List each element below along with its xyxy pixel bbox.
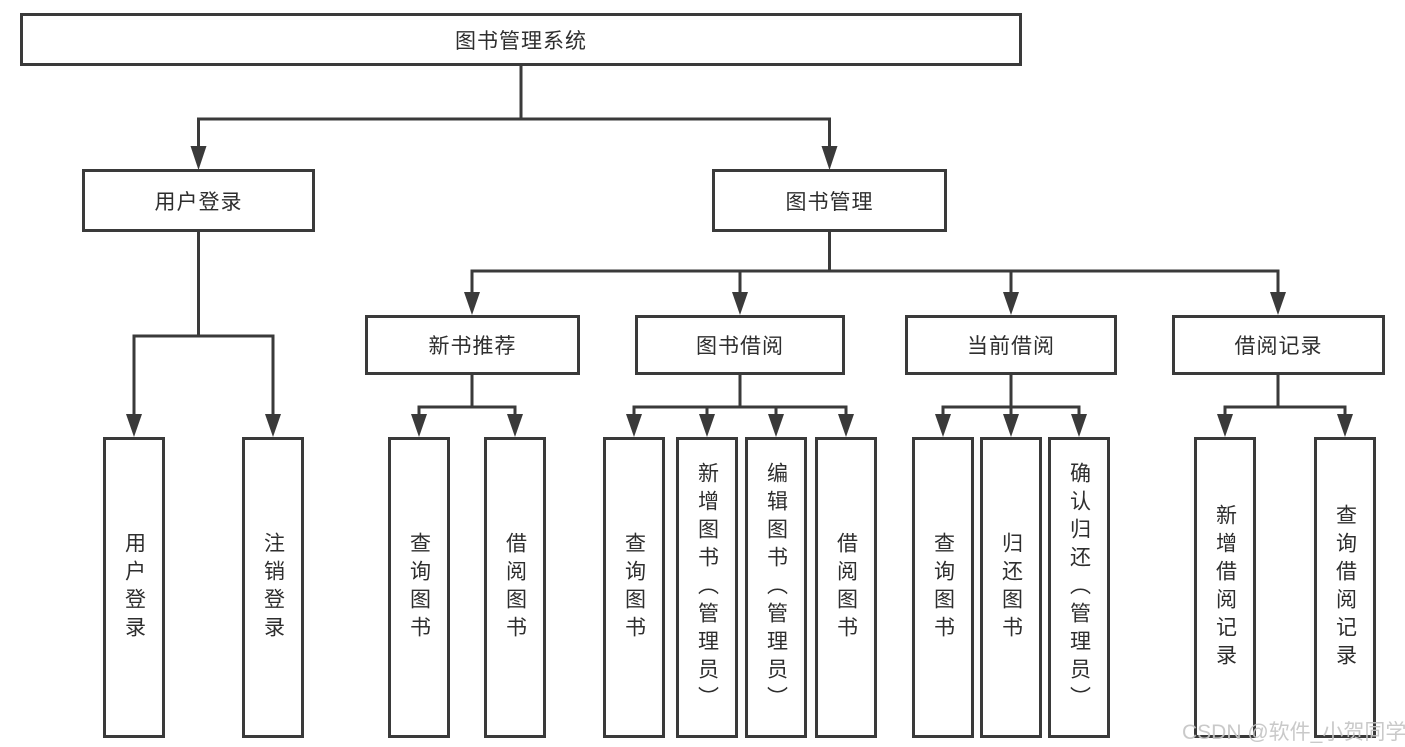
connector-login-to-leaves <box>132 230 275 421</box>
node-new-book-recommend: 新书推荐 <box>365 315 580 375</box>
leaf-confirm-return-admin: 确认归还（管理员） <box>1048 437 1110 738</box>
arrowhead <box>126 414 142 437</box>
csdn-watermark: CSDN @软件_小贺同学 <box>1182 721 1405 744</box>
node-label: 借阅图书 <box>834 531 858 644</box>
arrowhead <box>732 292 748 315</box>
node-label: 图书管理系统 <box>455 29 587 53</box>
node-book-borrowing: 图书借阅 <box>635 315 845 375</box>
node-book-management: 图书管理 <box>712 169 947 232</box>
leaf-query-books-current: 查询图书 <box>912 437 974 738</box>
node-label: 编辑图书（管理员） <box>764 461 788 714</box>
connector-current-to-leaves <box>941 373 1081 421</box>
arrowhead <box>1071 414 1087 437</box>
leaf-user-login: 用户登录 <box>103 437 165 738</box>
leaf-borrow-books-newbook: 借阅图书 <box>484 437 546 738</box>
node-label: 用户登录 <box>154 190 243 214</box>
arrowhead <box>1217 414 1233 437</box>
leaf-borrow-books-borrowing: 借阅图书 <box>815 437 877 738</box>
arrowhead <box>464 292 480 315</box>
leaf-add-borrow-record: 新增借阅记录 <box>1194 437 1256 738</box>
node-label: 新书推荐 <box>428 335 517 358</box>
leaf-query-books-borrowing: 查询图书 <box>603 437 665 738</box>
arrowhead <box>1270 292 1286 315</box>
node-label: 图书借阅 <box>696 335 784 358</box>
arrowhead <box>1003 292 1019 315</box>
leaf-query-borrow-record: 查询借阅记录 <box>1314 437 1376 738</box>
connector-borrowing-to-leaves <box>632 373 848 421</box>
node-user-login: 用户登录 <box>82 169 315 232</box>
arrowhead <box>768 414 784 437</box>
arrowhead <box>935 414 951 437</box>
node-label: 查询借阅记录 <box>1333 503 1357 672</box>
node-label: 用户登录 <box>122 531 146 644</box>
node-label: 新增图书（管理员） <box>695 461 719 714</box>
arrowhead <box>838 414 854 437</box>
arrowhead <box>821 146 838 170</box>
connector-mgmt-to-level3 <box>470 230 1280 299</box>
node-borrowing-records: 借阅记录 <box>1172 315 1385 375</box>
arrowhead <box>1003 414 1019 437</box>
node-label: 借阅图书 <box>503 531 527 644</box>
node-label: 查询图书 <box>407 531 431 644</box>
node-label: 归还图书 <box>999 531 1023 644</box>
arrowhead <box>265 414 281 437</box>
leaf-return-books: 归还图书 <box>980 437 1042 738</box>
leaf-edit-books-admin: 编辑图书（管理员） <box>745 437 807 738</box>
connector-root-to-level2 <box>197 64 831 154</box>
node-current-borrowing: 当前借阅 <box>905 315 1117 375</box>
node-label: 借阅记录 <box>1234 335 1323 358</box>
node-label: 确认归还（管理员） <box>1067 461 1091 714</box>
arrowhead <box>507 414 523 437</box>
arrowhead <box>626 414 642 437</box>
node-label: 图书管理 <box>785 190 874 214</box>
leaf-add-books-admin: 新增图书（管理员） <box>676 437 738 738</box>
arrowhead <box>1337 414 1353 437</box>
arrowhead <box>699 414 715 437</box>
node-label: 查询图书 <box>931 531 955 644</box>
node-label: 当前借阅 <box>967 335 1055 358</box>
arrowhead <box>190 146 207 170</box>
node-label: 查询图书 <box>622 531 646 644</box>
connector-newbook-to-leaves <box>417 373 517 421</box>
node-label: 注销登录 <box>261 531 285 644</box>
leaf-logout: 注销登录 <box>242 437 304 738</box>
connector-records-to-leaves <box>1223 373 1347 421</box>
node-library-management-system: 图书管理系统 <box>20 13 1022 66</box>
node-label: 新增借阅记录 <box>1213 503 1237 672</box>
arrowhead <box>411 414 427 437</box>
leaf-query-books-newbook: 查询图书 <box>388 437 450 738</box>
